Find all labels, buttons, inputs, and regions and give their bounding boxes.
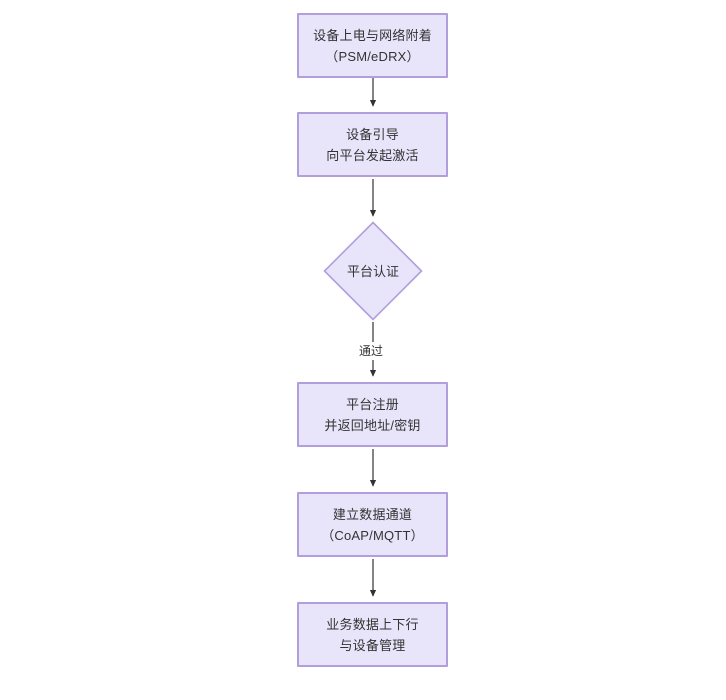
flow-node-label: 建立数据通道 （CoAP/MQTT）	[321, 506, 424, 543]
edge-label-pass: 通过	[357, 342, 386, 360]
flow-node-label: 业务数据上下行 与设备管理	[326, 616, 419, 653]
flow-node-label: 设备上电与网络附着 （PSM/eDRX）	[313, 27, 432, 64]
flow-node-device-power-on[interactable]: 设备上电与网络附着 （PSM/eDRX）	[297, 13, 448, 78]
flow-node-label: 设备引导 向平台发起激活	[326, 126, 419, 163]
flow-node-business-data-and-device-mgmt[interactable]: 业务数据上下行 与设备管理	[297, 602, 448, 667]
flow-node-device-bootstrap[interactable]: 设备引导 向平台发起激活	[297, 112, 448, 177]
flow-node-establish-data-channel[interactable]: 建立数据通道 （CoAP/MQTT）	[297, 492, 448, 557]
diamond-shape	[323, 221, 423, 321]
flow-node-label: 平台注册 并返回地址/密钥	[324, 396, 421, 433]
flow-node-platform-auth-decision[interactable]: 平台认证	[323, 221, 423, 321]
flow-node-label: 平台认证	[346, 263, 399, 279]
flow-node-platform-register[interactable]: 平台注册 并返回地址/密钥	[297, 382, 448, 447]
